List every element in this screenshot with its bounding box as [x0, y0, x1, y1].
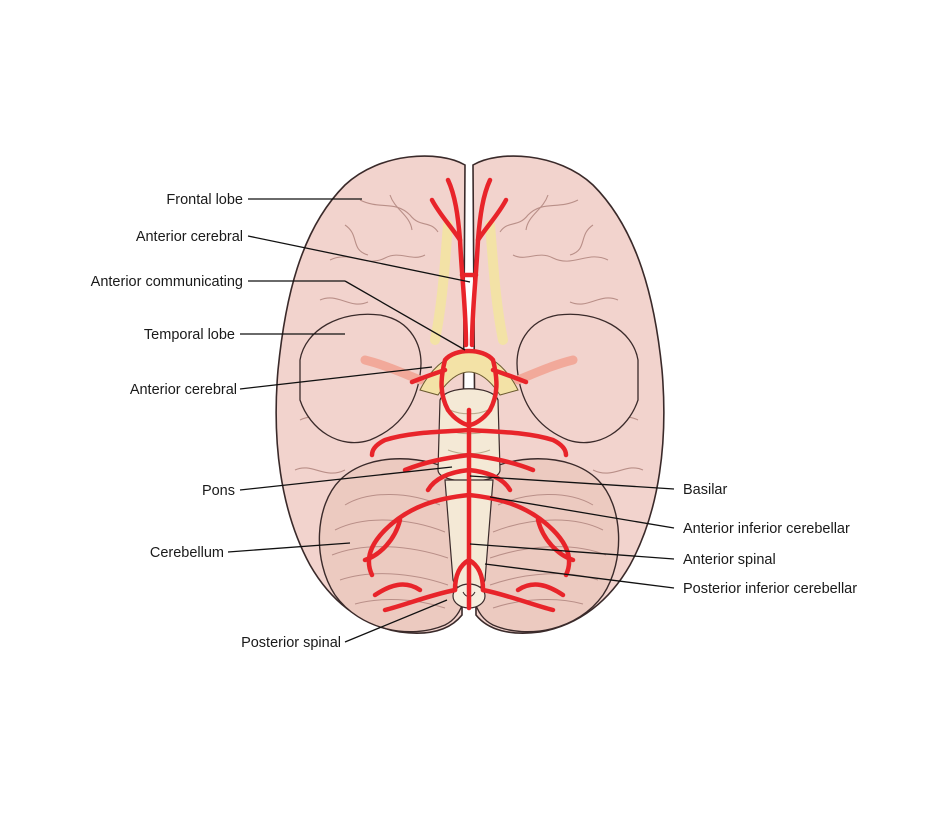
label-basilar: Basilar	[683, 482, 727, 498]
leader-anterior-spinal	[469, 543, 675, 560]
left-posterior-cerebral	[369, 427, 472, 458]
anterior-cerebral-artery	[445, 177, 469, 348]
label-pons: Pons	[202, 483, 235, 499]
leader-pons	[239, 466, 453, 491]
label-anterior-cerebral-1: Anterior cerebral	[136, 229, 243, 245]
posterior-inferior-cerebellar	[382, 587, 556, 613]
right-lateral-fissure	[513, 355, 578, 385]
left-lateral-fissure	[360, 355, 425, 385]
left-olfactory-tract	[430, 220, 453, 345]
leader-lines	[227, 198, 675, 643]
label-anterior-communicating: Anterior communicating	[91, 274, 243, 290]
label-anterior-inferior-cerebellar: Anterior inferior cerebellar	[683, 521, 850, 537]
leader-anterior-inferior-cerebellar	[489, 496, 675, 529]
right-middle-cerebral	[490, 367, 529, 385]
leader-cerebellum	[227, 542, 351, 553]
leader-anterior-cerebral-2	[239, 366, 433, 390]
left-middle-cerebral	[409, 367, 448, 385]
label-posterior-inferior-cerebellar: Posterior inferior cerebellar	[683, 581, 857, 597]
left-temporal-lobe	[299, 313, 422, 444]
label-posterior-spinal: Posterior spinal	[241, 635, 341, 651]
leader-posterior-inferior-cerebellar	[484, 563, 675, 589]
label-anterior-cerebral-2: Anterior cerebral	[130, 382, 237, 398]
arteries	[362, 177, 576, 613]
labels: Frontal lobe Anterior cerebral Anterior …	[91, 192, 858, 651]
right-olfactory-tract	[485, 220, 508, 345]
cortical-sulci	[294, 194, 644, 474]
label-temporal-lobe: Temporal lobe	[144, 327, 235, 343]
label-anterior-spinal: Anterior spinal	[683, 552, 776, 568]
right-temporal-lobe	[516, 313, 639, 444]
label-frontal-lobe: Frontal lobe	[166, 192, 243, 208]
right-posterior-cerebral	[466, 427, 569, 458]
leader-anterior-cerebral-1	[247, 235, 471, 283]
circle-of-willis	[439, 348, 499, 413]
leader-basilar	[469, 475, 675, 490]
leader-posterior-spinal	[344, 599, 448, 643]
leader-anterior-communicating-2	[344, 280, 466, 351]
label-cerebellum: Cerebellum	[150, 545, 224, 561]
